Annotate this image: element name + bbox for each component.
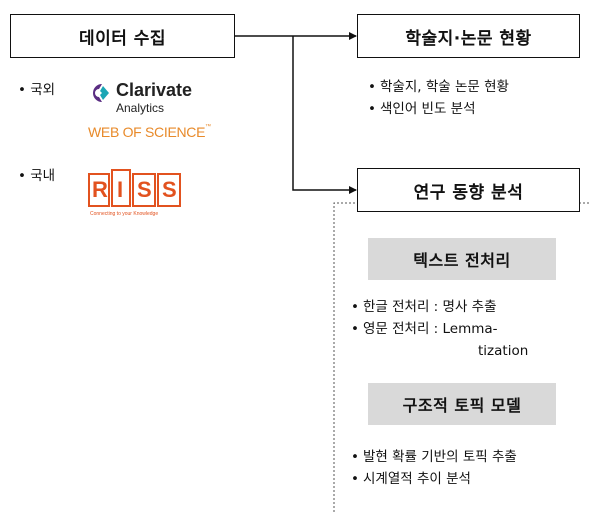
riss-tagline: Connecting to your Knowledge xyxy=(90,211,159,217)
riss-letter: S xyxy=(162,177,177,202)
riss-letter: R xyxy=(92,177,108,202)
list-item: 발현 확률 기반의 토픽 추출 xyxy=(351,446,517,468)
list-item: 영문 전처리 : Lemma- xyxy=(351,318,498,340)
list-item: 시계열적 추이 분석 xyxy=(351,468,517,490)
riss-frame-icon xyxy=(88,169,181,207)
list-item: 색인어 빈도 분석 xyxy=(368,98,509,120)
structural-topic-model-label: 구조적 토픽 모델 xyxy=(402,396,522,415)
data-collection-box: 데이터 수집 xyxy=(10,14,235,58)
text-preprocessing-box: 텍스트 전처리 xyxy=(368,238,556,280)
research-trend-label: 연구 동향 분석 xyxy=(413,182,524,203)
domestic-source-label: • 국내 xyxy=(18,168,56,184)
preprocessing-list: 한글 전처리 : 명사 추출 영문 전처리 : Lemma- xyxy=(351,296,498,340)
wos-text: WEB OF SCIENCE™ xyxy=(88,124,211,140)
journal-status-label: 학술지·논문 현황 xyxy=(405,28,532,49)
dashed-trend-bracket xyxy=(333,202,380,512)
text-preprocessing-label: 텍스트 전처리 xyxy=(413,251,511,270)
structural-topic-model-box: 구조적 토픽 모델 xyxy=(368,383,556,425)
riss-logo: R I S S Connecting to your Knowledge xyxy=(88,168,184,220)
clarivate-mark-icon xyxy=(93,84,109,102)
list-item: 학술지, 학술 논문 현황 xyxy=(368,76,509,98)
research-trend-box: 연구 동향 분석 xyxy=(357,168,580,212)
arrow-to-trend xyxy=(292,36,357,194)
riss-letter: I xyxy=(117,177,124,202)
journal-status-box: 학술지·논문 현황 xyxy=(357,14,580,58)
topic-model-list: 발현 확률 기반의 토픽 추출 시계열적 추이 분석 xyxy=(351,446,517,490)
list-item: 한글 전처리 : 명사 추출 xyxy=(351,296,498,318)
clarivate-sub: Analytics xyxy=(116,101,165,115)
clarivate-name: Clarivate xyxy=(116,80,193,100)
preprocessing-continuation: tization xyxy=(478,343,529,359)
riss-letter: S xyxy=(137,177,152,202)
web-of-science-logo: WEB OF SCIENCE™ xyxy=(88,124,228,144)
data-collection-label: 데이터 수집 xyxy=(78,28,167,49)
clarivate-logo: Clarivate Analytics xyxy=(88,80,228,120)
journal-status-list: 학술지, 학술 논문 현황 색인어 빈도 분석 xyxy=(368,76,509,120)
foreign-source-label: • 국외 xyxy=(18,82,56,98)
